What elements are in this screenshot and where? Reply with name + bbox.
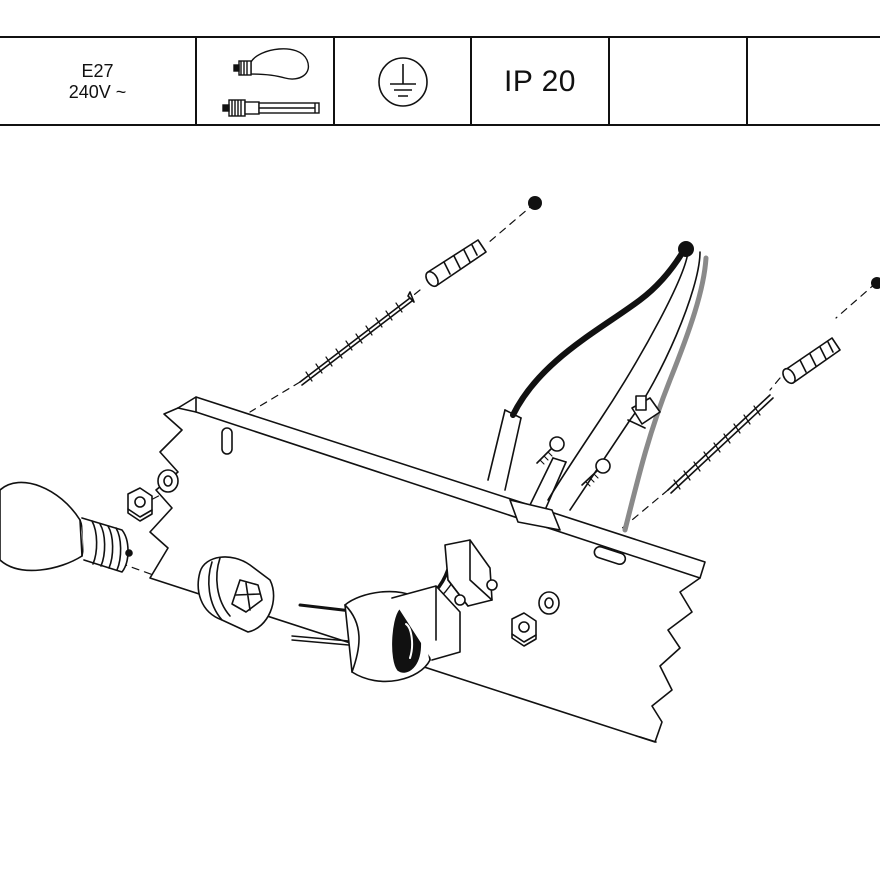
lamp-socket <box>197 556 275 633</box>
hex-nut <box>127 487 153 522</box>
compact-fluorescent-bulb-icon <box>222 99 320 117</box>
wood-screw <box>667 394 774 494</box>
mounting-screw <box>581 458 611 487</box>
wall-plug <box>425 239 487 288</box>
lamp-arm <box>487 241 709 533</box>
ip-rating-text: IP 20 <box>503 65 576 98</box>
spec-bar: E27 240V ~ IP <box>0 36 880 126</box>
cable-clamp <box>509 499 561 531</box>
hex-nut <box>511 612 537 647</box>
exploded-assembly-diagram <box>0 196 880 743</box>
wall-plug <box>782 337 841 385</box>
drill-point-marker <box>871 277 880 289</box>
incandescent-bulb-icon <box>233 48 310 80</box>
protective-earth-icon <box>377 57 428 107</box>
drill-point-marker <box>528 196 542 210</box>
earth-symbol-cell <box>335 38 472 126</box>
cable-clip <box>627 395 661 429</box>
terminal-block <box>344 539 498 683</box>
bulb-types-icons <box>222 48 320 117</box>
empty-spec-cell <box>610 38 748 126</box>
mounting-screw <box>536 436 565 465</box>
washer <box>538 591 560 615</box>
washer <box>157 469 179 493</box>
light-bulb <box>0 481 133 573</box>
bulb-types-cell <box>197 38 335 126</box>
empty-spec-cell <box>748 38 880 126</box>
socket-spec-cell: E27 240V ~ <box>0 38 197 126</box>
voltage-rating: 240V ~ <box>68 82 127 102</box>
socket-type: E27 <box>81 61 114 81</box>
wood-screw <box>299 291 415 386</box>
ip-rating-cell: IP 20 <box>472 38 610 126</box>
